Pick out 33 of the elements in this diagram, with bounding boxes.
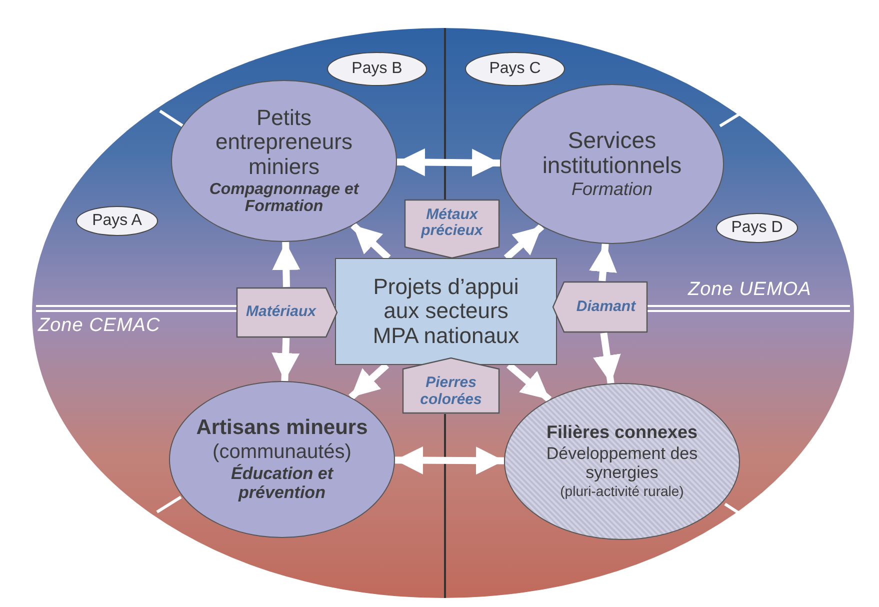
node-subtitle: Compagnonnage et Formation	[208, 180, 360, 216]
country-label: Pays C	[489, 60, 541, 78]
node-title: Artisans mineurs	[196, 416, 368, 440]
node-note: Éducation et prévention	[230, 465, 334, 503]
node-subtitle: Développement des synergies	[545, 445, 699, 482]
node-title: Petits entrepreneurs miniers	[214, 106, 354, 179]
zone-label: Zone CEMAC	[38, 315, 160, 337]
arrow	[394, 446, 504, 475]
arrow	[272, 338, 300, 382]
arrow	[350, 222, 391, 261]
node-title: Filières connexes	[546, 423, 698, 444]
arrow	[504, 224, 544, 261]
tag-label: Pierres colorées	[419, 375, 483, 408]
tag-label: Diamant	[576, 298, 636, 316]
node-subtitle: Formation	[571, 180, 653, 200]
tag-label: Métaux précieux	[420, 206, 484, 240]
arrow	[593, 332, 621, 384]
resource-tag	[402, 357, 500, 414]
arrow	[272, 242, 300, 288]
zone-label: Zone UEMOA	[688, 279, 812, 301]
tag-label: Matériaux	[246, 304, 316, 321]
arrow	[396, 148, 500, 177]
country-label: Pays D	[731, 219, 783, 237]
project-box	[335, 258, 557, 365]
node-note: (pluri-activité rurale)	[560, 484, 684, 500]
arrow	[589, 244, 617, 282]
node-title: Services institutionnels	[541, 128, 683, 178]
resource-tag	[236, 287, 338, 338]
resource-tag	[552, 281, 648, 333]
node-subtitle: (communautés)	[212, 441, 352, 464]
country-label: Pays A	[92, 212, 142, 230]
node-title: Projets d’appui aux secteurs MPA nationaux	[372, 275, 520, 348]
country-label: Pays B	[352, 60, 402, 78]
